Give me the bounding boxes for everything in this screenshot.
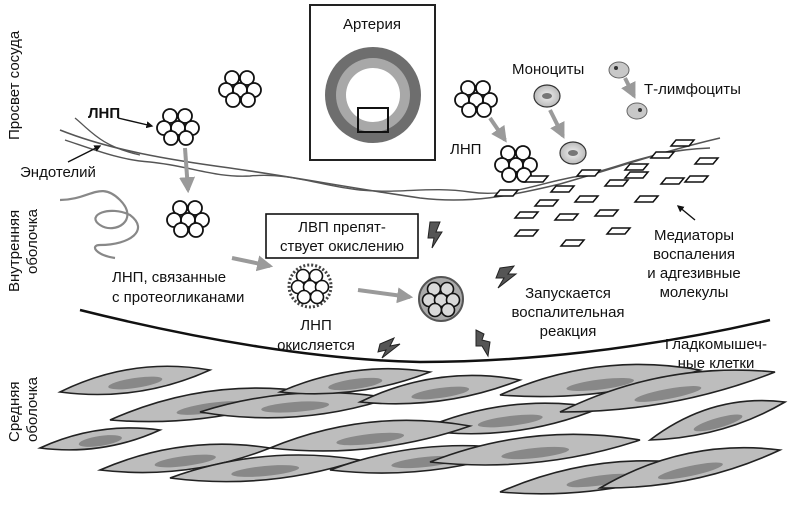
ldl-particle-lumen-2 <box>156 108 200 146</box>
hdl-box <box>265 213 419 259</box>
ldl-particle-oxidized <box>418 276 464 322</box>
proteoglycan-strand <box>59 190 139 260</box>
process-arrows <box>179 77 636 304</box>
monocyte-1 <box>533 84 561 108</box>
oxidation-lightning <box>377 221 518 359</box>
vessel-lumen-label: Просвет сосуда <box>6 30 23 140</box>
inner-layer-label-1: Внутренняя <box>6 210 23 292</box>
ldl-bound-label-2: с протеогликанами <box>112 289 244 306</box>
inflammation-label-3: реакция <box>540 323 597 340</box>
ldl-particle-right-upper <box>454 80 498 118</box>
monocyte-2 <box>559 141 587 165</box>
smooth-muscle-nucleus <box>477 414 543 428</box>
middle-layer-label-1: Средняя <box>6 382 23 442</box>
lightning-icon-4 <box>475 329 491 358</box>
artery-zoom-box <box>357 107 389 133</box>
ldl-right-label: ЛНП <box>450 141 481 158</box>
hdl-label-2: ствует окислению <box>280 238 404 255</box>
smooth-muscle-nucleus <box>566 473 634 488</box>
endothelium-label: Эндотелий <box>20 164 96 181</box>
inflammation-label-2: воспалительная <box>511 304 624 321</box>
smooth-muscle-cells <box>37 363 788 495</box>
internal-elastic-lamina <box>79 308 771 364</box>
ldl-lumen-label: ЛНП <box>88 105 120 122</box>
t-lymphocyte-1 <box>608 61 630 79</box>
smooth-muscle-nucleus <box>566 377 634 391</box>
artery-inset: Артерия <box>309 4 436 161</box>
t-lymphocytes-label: Т-лимфоциты <box>644 81 741 98</box>
smooth-muscle-nucleus <box>78 435 122 447</box>
mediators-label-1: Медиаторы <box>654 227 734 244</box>
artery-lumen <box>346 68 400 122</box>
smooth-muscle-label-2: ные клетки <box>678 355 755 372</box>
smooth-muscle-nucleus <box>108 376 163 390</box>
ldl-oxidized-label-1: ЛНП <box>300 317 331 334</box>
ldl-oxidized-label-2: окисляется <box>277 337 355 354</box>
smooth-muscle-nucleus <box>411 386 470 400</box>
hdl-label-1: ЛВП препят- <box>298 219 386 236</box>
smooth-muscle-nucleus <box>261 401 330 413</box>
artery-label: Артерия <box>343 16 401 33</box>
inner-layer-label-2: оболочка <box>24 208 41 274</box>
inflammation-label-1: Запускается <box>525 285 611 302</box>
ldl-particle-right-lower <box>494 145 538 183</box>
smooth-muscle-nucleus <box>328 377 383 391</box>
ldl-bound-label-1: ЛНП, связанные <box>112 269 226 286</box>
ldl-particle-intima <box>166 200 210 238</box>
mediators-label-2: воспаления <box>653 246 735 263</box>
lightning-icon-2 <box>495 265 518 289</box>
smooth-muscle-nucleus <box>154 454 216 468</box>
t-lymphocyte-2 <box>626 102 648 120</box>
pointer-arrows <box>67 117 696 221</box>
smooth-muscle-nucleus <box>231 465 300 477</box>
smooth-muscle-nucleus <box>634 386 702 402</box>
smooth-muscle-nucleus <box>693 414 743 432</box>
smooth-muscle-label-1: Гладкомышеч- <box>665 336 767 353</box>
monocytes-label: Моноциты <box>512 61 584 78</box>
lightning-icon-3 <box>377 337 401 359</box>
mediators-label-4: молекулы <box>660 284 729 301</box>
smooth-muscle-nucleus <box>501 446 570 460</box>
middle-layer-label-2: оболочка <box>24 376 41 442</box>
smooth-muscle-nucleus <box>657 462 723 480</box>
smooth-muscle-nucleus <box>336 432 405 446</box>
lightning-icon-1 <box>427 221 443 249</box>
ldl-particle-lumen-1 <box>218 70 262 108</box>
ldl-particle-oxidizing <box>287 263 333 309</box>
mediators-label-3: и адгезивные <box>647 265 740 282</box>
inflammatory-mediators <box>493 139 720 247</box>
